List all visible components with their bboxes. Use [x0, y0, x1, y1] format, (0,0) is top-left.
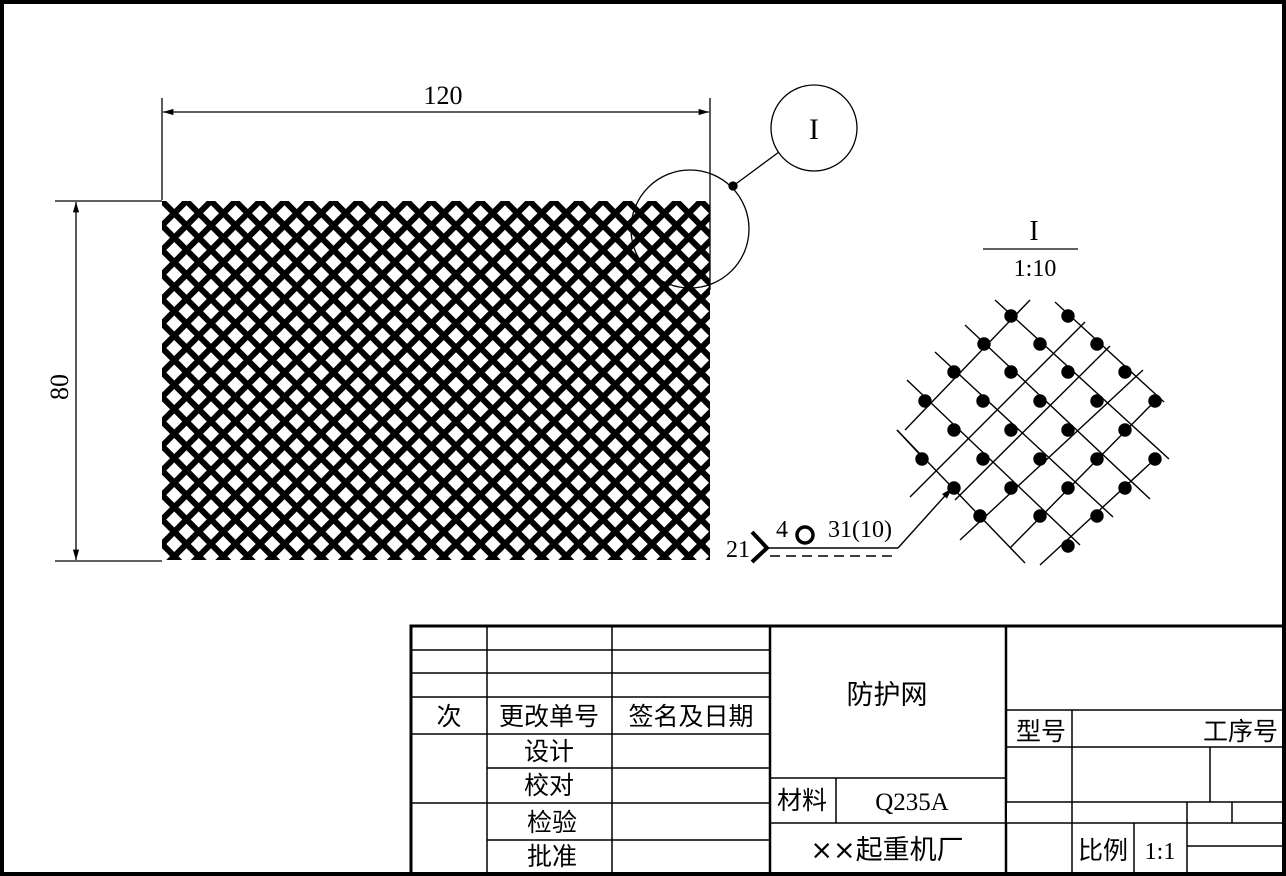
mask: [1073, 803, 1186, 822]
company-name: ××起重机厂: [810, 835, 963, 866]
role-design: 设计: [524, 737, 574, 766]
part-name: 防护网: [847, 680, 928, 711]
width-dimension: [161, 98, 711, 290]
role-check: 校对: [524, 771, 574, 800]
weld-leg-size: 21: [726, 537, 750, 563]
title-block: [409, 624, 1286, 876]
detail-view-scale: 1:10: [1014, 256, 1057, 282]
callout-label: I: [809, 113, 819, 146]
detail-view-label: I: [1029, 216, 1038, 247]
mask: [1007, 803, 1071, 822]
material-label: 材料: [777, 786, 827, 815]
model-label: 型号: [1016, 717, 1066, 746]
weld-spec: 31(10): [828, 517, 892, 543]
detail-callout: [630, 84, 858, 289]
scale-value: 1:1: [1145, 839, 1176, 865]
material-value: Q235A: [875, 789, 949, 816]
width-dim-label: 120: [424, 81, 463, 110]
height-dim-label: 80: [45, 374, 74, 400]
rev-header-signature: 签名及日期: [628, 702, 753, 731]
scale-label: 比例: [1078, 836, 1128, 865]
rev-header-change-no: 更改单号: [499, 702, 599, 731]
rev-header-count: 次: [436, 702, 461, 731]
weld-symbol: [750, 487, 953, 564]
mesh-pattern: [162, 201, 710, 560]
process-no-label: 工序号: [1203, 717, 1278, 746]
role-approve: 批准: [527, 842, 577, 871]
detail-mesh: [896, 299, 1170, 566]
weld-prefix: 4: [776, 517, 788, 543]
role-inspect: 检验: [527, 808, 577, 837]
height-dimension: [55, 200, 162, 562]
